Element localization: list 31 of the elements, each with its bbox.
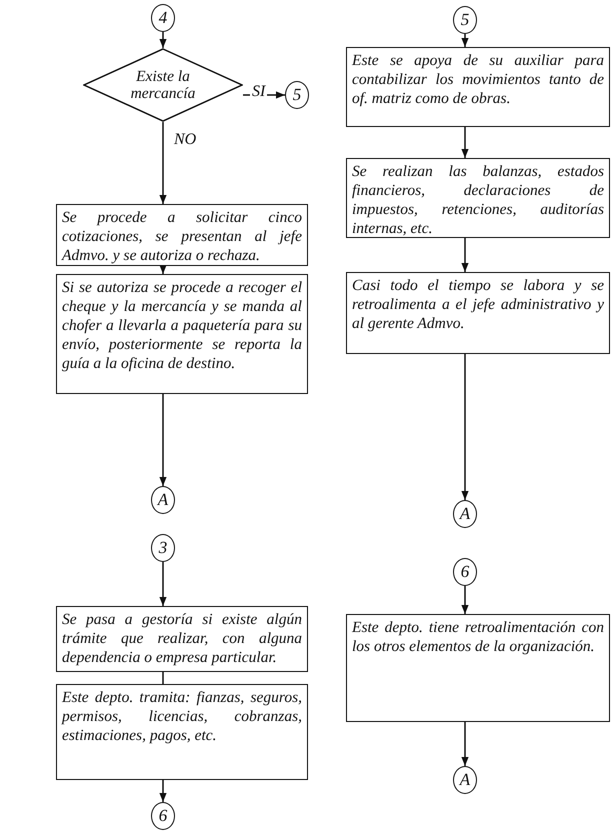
arrow (159, 780, 167, 802)
process-box: Si se autoriza se procede a recoger el cheque y la mercancía y se manda al chofer a llevarla a paquetería para su envío, posteriormente se reporta la guía a la oficina de destino. (56, 274, 308, 394)
connector-circle: 5 (285, 81, 309, 109)
arrow (461, 34, 469, 47)
process-box: Casi todo el tiempo se labora y se retroalimenta a el jefe administrativo y al gerente Admvo. (346, 272, 610, 354)
arrow (461, 354, 469, 500)
connector-circle: 3 (151, 534, 175, 562)
connector-line (162, 672, 164, 684)
connector-circle: A (453, 766, 477, 794)
arrow (159, 32, 167, 48)
arrow (461, 722, 469, 766)
arrow (461, 127, 469, 158)
decision-diamond: Existe la mercancía (83, 48, 243, 122)
arrow (159, 562, 167, 606)
arrow (461, 586, 469, 614)
connector-circle: A (151, 486, 175, 514)
process-box: Se realizan las balanzas, estados financieros, declaraciones de impuestos, retenciones, auditorías internas, etc. (346, 158, 610, 238)
connector-circle: 5 (453, 6, 477, 34)
process-box: Se pasa a gestoría si existe algún trámite que realizar, con alguna dependencia o empresa particular. (56, 606, 308, 672)
arrow (159, 122, 167, 204)
connector-circle: A (453, 500, 477, 528)
process-box: Este depto. tiene retroalimentación con los otros elementos de la organización. (346, 614, 610, 722)
connector-circle: 4 (151, 4, 175, 32)
process-box: Este se apoya de su auxiliar para contabilizar los movimientos tanto de of. matriz como de obras. (346, 47, 610, 127)
arrow (159, 394, 167, 486)
connector-circle: 6 (151, 802, 175, 830)
arrow (159, 265, 167, 274)
arrow (461, 238, 469, 272)
connector-circle: 6 (453, 558, 477, 586)
process-box: Se procede a solicitar cinco cotizaciones, se presentan al jefe Admvo. y se autoriza o rechaza. (56, 204, 308, 266)
process-box: Este depto. tramita: fianzas, seguros, permisos, licencias, cobranzas, estimaciones, pagos, etc. (56, 684, 308, 780)
